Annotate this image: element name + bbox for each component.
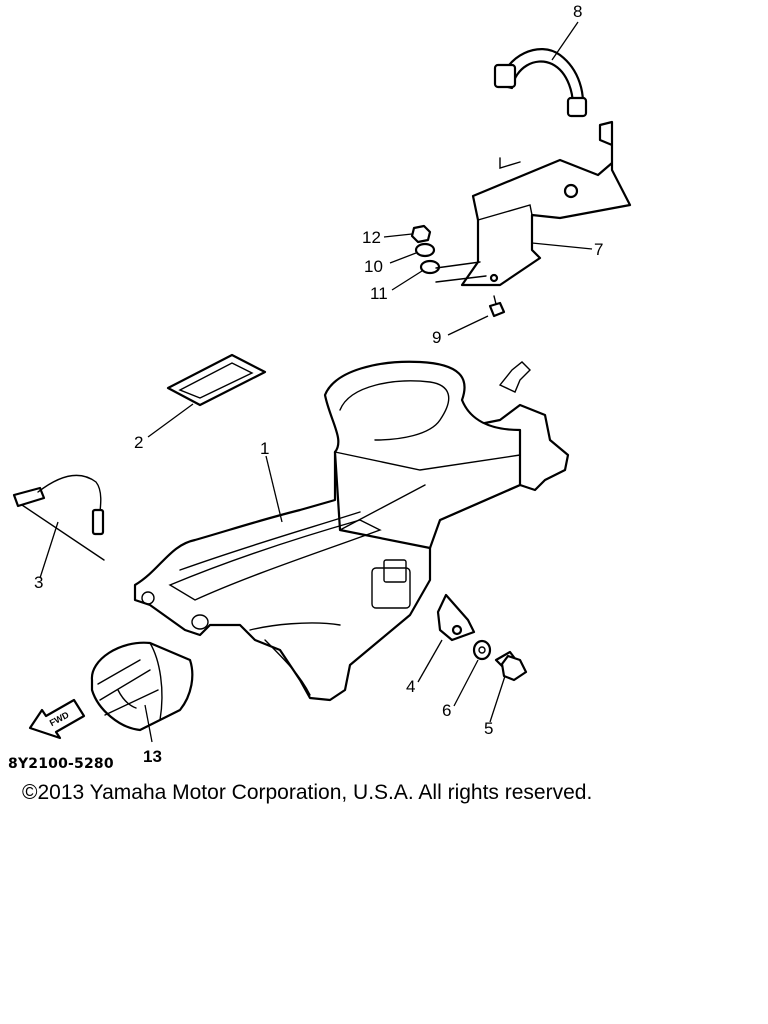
leader-12 xyxy=(383,233,413,238)
leader-5 xyxy=(489,675,506,723)
callout-9: 9 xyxy=(432,328,441,347)
leader-10 xyxy=(389,252,417,264)
part-11-washer xyxy=(419,259,441,275)
leader-1 xyxy=(265,455,283,523)
part-12-nut xyxy=(410,224,432,244)
callout-2: 2 xyxy=(134,433,143,452)
leader-8 xyxy=(551,21,579,61)
callout-4: 4 xyxy=(406,677,415,696)
part-10-washer xyxy=(414,242,436,258)
callout-13: 13 xyxy=(143,747,162,766)
leader-2 xyxy=(147,403,194,438)
part-3-cord xyxy=(12,474,105,561)
part-9-screw xyxy=(488,295,506,318)
callout-1: 1 xyxy=(260,439,269,458)
callout-8: 8 xyxy=(573,2,582,21)
leader-4 xyxy=(417,639,443,683)
callout-6: 6 xyxy=(442,701,451,720)
callout-5: 5 xyxy=(484,719,493,738)
part-5-bolt xyxy=(494,650,528,682)
parts-diagram: FWD 8 7 12 10 11 9 2 1 3 4 6 5 13 xyxy=(12,2,632,766)
leader-7 xyxy=(531,242,593,250)
leader-3 xyxy=(39,521,59,579)
part-8-strap xyxy=(493,48,588,118)
part-2-pad xyxy=(166,353,267,407)
leader-6 xyxy=(453,659,479,707)
leader-13 xyxy=(144,704,153,743)
fwd-arrow: FWD xyxy=(28,698,86,740)
assembly-line xyxy=(435,261,487,283)
callout-11: 11 xyxy=(370,284,388,303)
callout-10: 10 xyxy=(364,257,383,276)
callout-7: 7 xyxy=(594,240,603,259)
copyright-text: ©2013 Yamaha Motor Corporation, U.S.A. A… xyxy=(22,781,593,804)
leader-9 xyxy=(447,315,489,336)
part-6-washer xyxy=(472,639,492,661)
part-4-bracket xyxy=(436,593,476,642)
diagram-code: 8Y2100-5280 xyxy=(8,756,114,772)
part-7-bracket xyxy=(460,120,632,287)
callout-12: 12 xyxy=(362,228,381,247)
leader-11 xyxy=(391,270,423,291)
callout-3: 3 xyxy=(34,573,43,592)
part-13-bag xyxy=(90,641,194,732)
part-1-body xyxy=(133,360,570,702)
